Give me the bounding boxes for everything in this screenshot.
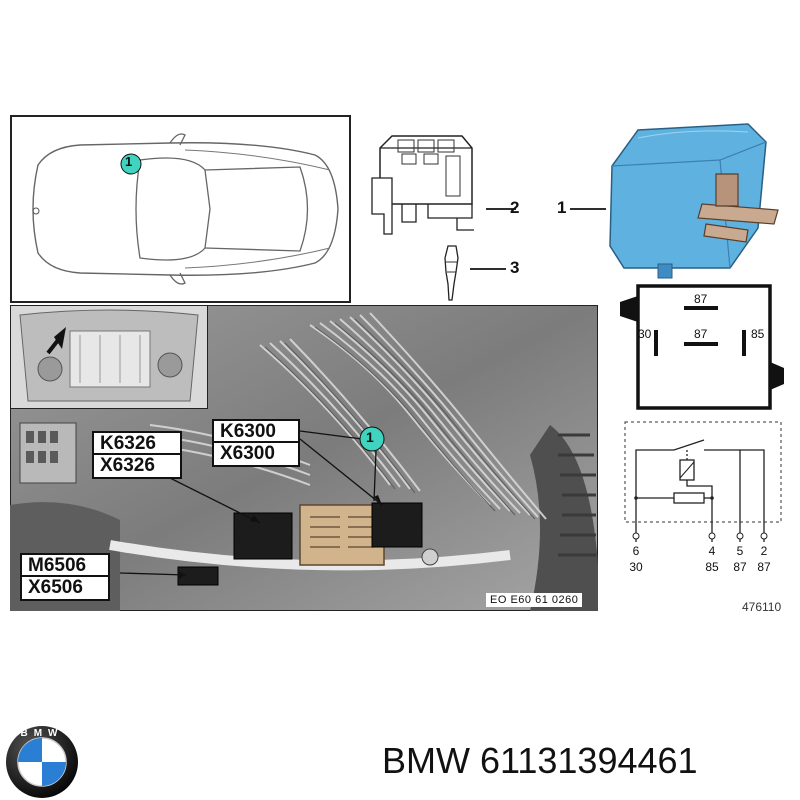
- label-x6326: X6326: [92, 453, 182, 479]
- schematic-pin-4-num: 2: [760, 544, 768, 558]
- schematic-pin-3-term: 87: [733, 560, 747, 574]
- photo-code: EO E60 61 0260: [486, 593, 583, 607]
- terminal-pin-illustration: [438, 244, 468, 304]
- term-85: 85: [751, 327, 765, 341]
- part-number: 61131394461: [480, 740, 698, 781]
- schematic-pin-1-num: 6: [632, 544, 640, 558]
- bmw-logo: BMW: [4, 724, 80, 800]
- photo-marker-number: 1: [366, 429, 374, 445]
- schematic-pin-1-term: 30: [629, 560, 643, 574]
- schematic-pin-3-num: 5: [736, 544, 744, 558]
- brand-name: BMW: [382, 740, 470, 781]
- term-87-top: 87: [694, 292, 708, 306]
- part-2-label: 2: [510, 198, 520, 217]
- brand-and-part-number: BMW 61131394461: [382, 740, 698, 782]
- schematic-pin-2-num: 4: [708, 544, 716, 558]
- bmw-logo-letters: BMW: [20, 728, 64, 739]
- blue-relay-illustration: [598, 118, 788, 288]
- schematic-pin-4-term: 87: [757, 560, 771, 574]
- label-k6326: K6326: [92, 431, 182, 457]
- relay-pin-face-diagram: 87 30 87 85: [612, 282, 792, 412]
- label-m6506: M6506: [20, 553, 110, 579]
- connector-housing-illustration: [362, 126, 492, 244]
- term-87-mid: 87: [694, 327, 708, 341]
- term-30: 30: [638, 327, 652, 341]
- car-location-diagram: 1: [10, 115, 351, 303]
- car-marker-number: 1: [125, 154, 133, 169]
- relay-wiring-schematic: [624, 420, 784, 544]
- label-x6300: X6300: [212, 441, 300, 467]
- part-3-label: 3: [510, 258, 520, 277]
- label-x6506: X6506: [20, 575, 110, 601]
- reference-number: 476110: [742, 600, 782, 614]
- schematic-pin-2-term: 85: [705, 560, 719, 574]
- engine-overview-inset: [10, 305, 208, 409]
- part-1-label: 1: [557, 198, 567, 217]
